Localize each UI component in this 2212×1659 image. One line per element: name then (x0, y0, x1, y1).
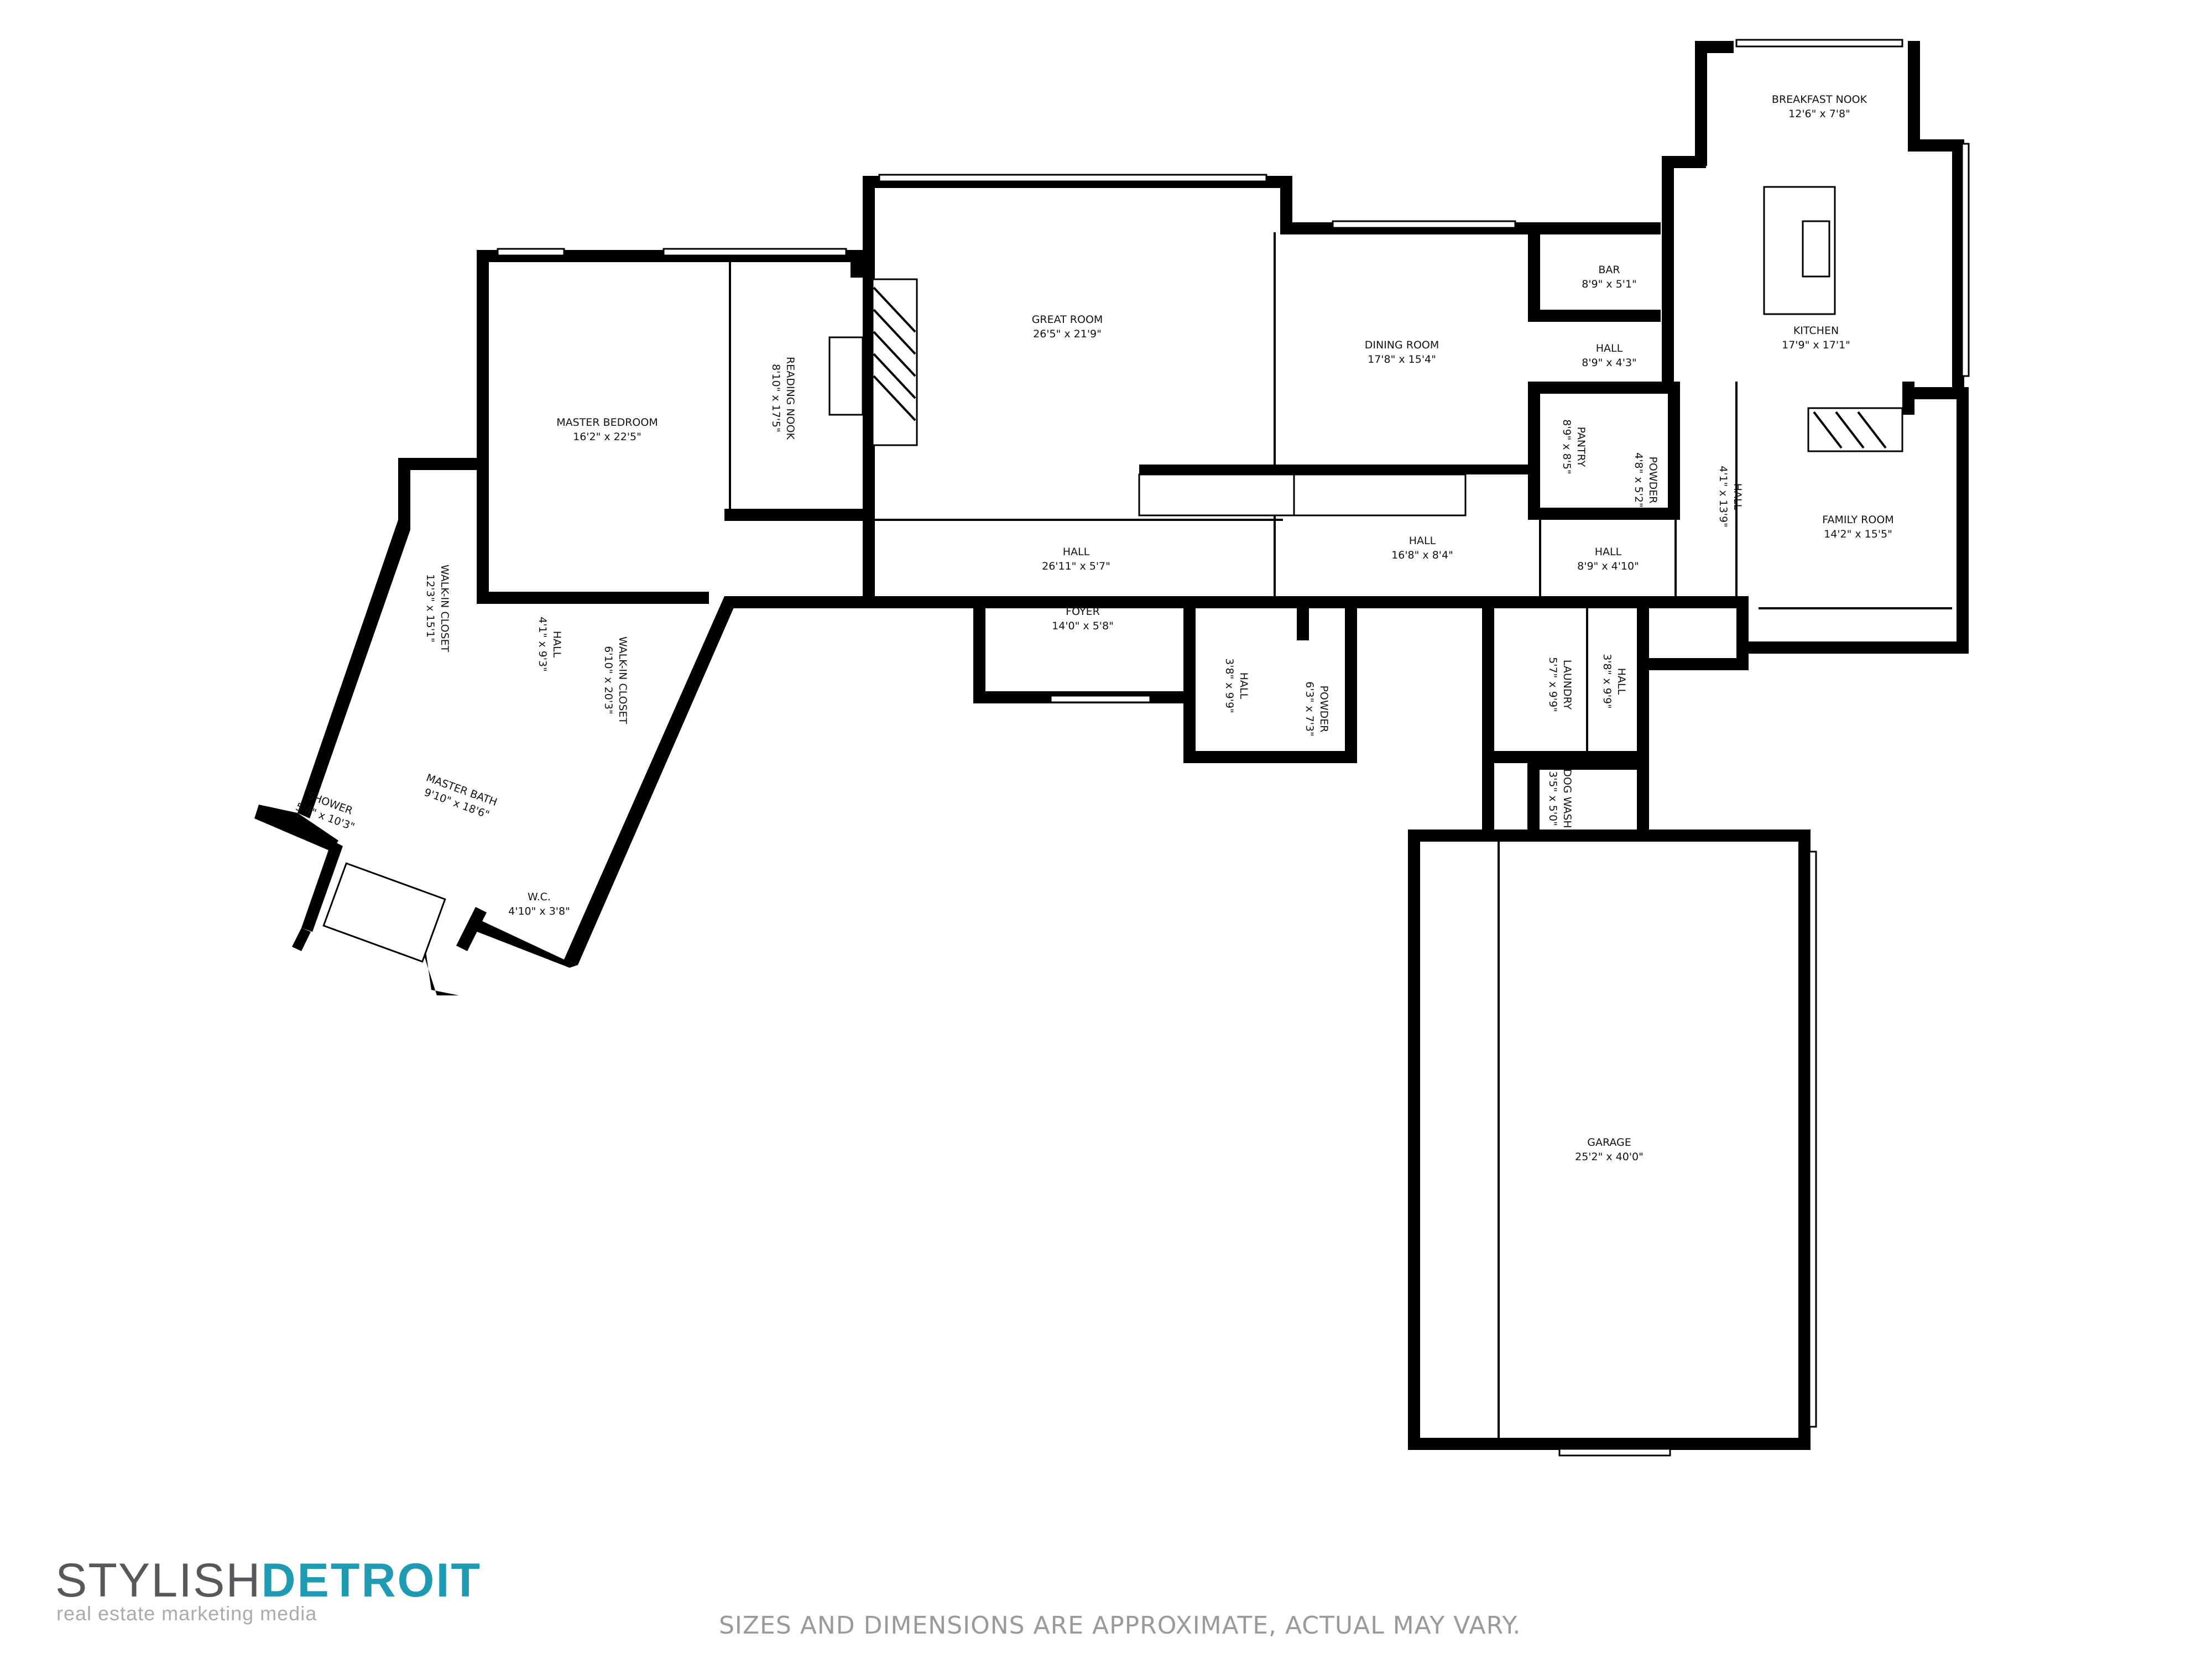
room-hall-small: HALL 3'8" x 9'9" (1223, 658, 1250, 713)
svg-text:FAMILY ROOM: FAMILY ROOM (1822, 514, 1893, 526)
room-garage: GARAGE 25'2" x 40'0" (1575, 1136, 1644, 1163)
room-kitchen: KITCHEN 17'9" x 17'1" (1782, 325, 1850, 351)
svg-text:READING NOOK: READING NOOK (784, 357, 796, 440)
svg-text:POWDER: POWDER (1647, 456, 1659, 503)
svg-text:3'8" x 9'9": 3'8" x 9'9" (1223, 658, 1235, 713)
svg-text:12'6" x 7'8": 12'6" x 7'8" (1788, 108, 1850, 120)
svg-text:6'10" x 20'3": 6'10" x 20'3" (602, 646, 614, 714)
svg-text:FOYER: FOYER (1066, 606, 1100, 618)
logo-text-bold: DETROIT (261, 1554, 482, 1607)
svg-text:3'8" x 9'9": 3'8" x 9'9" (1601, 654, 1613, 709)
svg-text:4'1" x 13'9": 4'1" x 13'9" (1717, 466, 1729, 528)
svg-text:8'10" x 17'5": 8'10" x 17'5" (770, 364, 782, 432)
svg-text:8'9" x 8'5": 8'9" x 8'5" (1561, 419, 1573, 474)
disclaimer: SIZES AND DIMENSIONS ARE APPROXIMATE, AC… (719, 1611, 1521, 1640)
svg-text:14'0" x 5'8": 14'0" x 5'8" (1052, 620, 1114, 632)
svg-text:17'9" x 17'1": 17'9" x 17'1" (1782, 339, 1850, 351)
room-powder-2: POWDER 6'3" x 7'3" (1303, 681, 1330, 737)
svg-text:DOG WASH: DOG WASH (1561, 769, 1573, 828)
room-wc: W.C. 4'10" x 3'8" (508, 891, 570, 917)
svg-text:DINING ROOM: DINING ROOM (1365, 339, 1439, 351)
room-walkin-closet-2: WALK-IN CLOSET 6'10" x 20'3" (602, 637, 629, 724)
svg-text:26'5" x 21'9": 26'5" x 21'9" (1033, 328, 1102, 340)
svg-text:BREAKFAST NOOK: BREAKFAST NOOK (1772, 93, 1867, 106)
svg-text:GREAT ROOM: GREAT ROOM (1032, 314, 1103, 326)
room-master-bedroom: MASTER BEDROOM 16'2" x 22'5" (556, 416, 658, 443)
room-pantry: PANTRY 8'9" x 8'5" (1561, 419, 1587, 474)
room-great-room: GREAT ROOM 26'5" x 21'9" (1032, 314, 1103, 340)
stylish-detroit-logo: STYLISHDETROIT real estate marketing med… (55, 1554, 509, 1625)
svg-text:25'2" x 40'0": 25'2" x 40'0" (1575, 1151, 1644, 1163)
svg-text:8'9" x 5'1": 8'9" x 5'1" (1582, 278, 1637, 290)
svg-text:4'1" x 9'3": 4'1" x 9'3" (536, 617, 549, 672)
room-hall-center: HALL 16'8" x 8'4" (1391, 535, 1453, 561)
bathtub-icon (322, 862, 446, 963)
room-powder-1: POWDER 4'8" x 5'2" (1632, 452, 1659, 508)
svg-text:POWDER: POWDER (1318, 685, 1330, 732)
room-hall-bar: HALL 8'9" x 4'3" (1582, 342, 1637, 369)
logo-text-light: STYLISH (55, 1554, 262, 1607)
svg-text:WALK-IN CLOSET: WALK-IN CLOSET (617, 637, 629, 724)
svg-text:WALK-IN CLOSET: WALK-IN CLOSET (439, 565, 451, 653)
svg-text:BAR: BAR (1598, 264, 1620, 276)
stairs (1138, 473, 1467, 517)
svg-text:6'3" x 7'3": 6'3" x 7'3" (1303, 681, 1316, 737)
svg-text:HALL: HALL (1731, 483, 1744, 510)
svg-text:HALL: HALL (1063, 546, 1090, 558)
svg-text:HALL: HALL (1409, 535, 1436, 547)
room-master-bath: MASTER BATH 9'10" x 18'6" (422, 771, 499, 821)
room-hall-vertical: HALL 4'1" x 13'9" (1717, 466, 1744, 528)
svg-text:5'7" x 9'9": 5'7" x 9'9" (1547, 657, 1559, 712)
room-dog-wash: DOG WASH 3'5" x 5'0" (1547, 769, 1573, 828)
svg-text:KITCHEN: KITCHEN (1793, 325, 1839, 337)
svg-text:3'5" x 5'0": 3'5" x 5'0" (1547, 771, 1559, 826)
svg-text:4'10" x 3'8": 4'10" x 3'8" (508, 905, 570, 917)
svg-text:26'11" x 5'7": 26'11" x 5'7" (1042, 560, 1110, 572)
svg-text:12'3" x 15'1": 12'3" x 15'1" (424, 574, 436, 643)
room-reading-nook: READING NOOK 8'10" x 17'5" (770, 357, 796, 440)
logo-tagline: real estate marketing media (56, 1602, 317, 1625)
svg-text:PANTRY: PANTRY (1575, 427, 1587, 467)
room-laundry: LAUNDRY 5'7" x 9'9" (1547, 657, 1573, 712)
room-walkin-closet-1: WALK-IN CLOSET 12'3" x 15'1" (424, 565, 451, 653)
svg-text:HALL: HALL (1595, 546, 1622, 558)
svg-text:HALL: HALL (551, 631, 563, 658)
svg-text:MASTER BEDROOM: MASTER BEDROOM (556, 416, 658, 429)
svg-text:16'8" x 8'4": 16'8" x 8'4" (1391, 549, 1453, 561)
svg-text:16'2" x 22'5": 16'2" x 22'5" (573, 431, 641, 443)
svg-text:8'9" x 4'10": 8'9" x 4'10" (1577, 560, 1639, 572)
fireplace-icon (1807, 407, 1903, 452)
room-hall-laundry: HALL 3'8" x 9'9" (1601, 654, 1627, 709)
svg-text:8'9" x 4'3": 8'9" x 4'3" (1582, 357, 1637, 369)
windows (497, 39, 1970, 1457)
svg-text:HALL: HALL (1615, 668, 1627, 695)
svg-text:14'2" x 15'5": 14'2" x 15'5" (1824, 528, 1892, 540)
svg-text:HALL: HALL (1596, 342, 1623, 354)
room-bar: BAR 8'9" x 5'1" (1582, 264, 1637, 290)
room-family-room: FAMILY ROOM 14'2" x 15'5" (1822, 514, 1893, 540)
room-hall-east: HALL 8'9" x 4'10" (1577, 546, 1639, 572)
svg-text:4'8" x 5'2": 4'8" x 5'2" (1632, 452, 1645, 508)
svg-text:GARAGE: GARAGE (1587, 1136, 1631, 1149)
room-dining-room: DINING ROOM 17'8" x 15'4" (1365, 339, 1439, 366)
room-foyer: FOYER 14'0" x 5'8" (1052, 606, 1114, 632)
svg-text:W.C.: W.C. (528, 891, 551, 903)
fireplace-icon (828, 278, 918, 446)
svg-text:17'8" x 15'4": 17'8" x 15'4" (1368, 353, 1436, 366)
svg-text:HALL: HALL (1238, 672, 1250, 700)
room-breakfast-nook: BREAKFAST NOOK 12'6" x 7'8" (1772, 93, 1867, 120)
svg-text:LAUNDRY: LAUNDRY (1561, 660, 1573, 710)
fixtures (322, 186, 1952, 1438)
room-hall-master: HALL 4'1" x 9'3" (536, 617, 563, 672)
room-hall-main: HALL 26'11" x 5'7" (1042, 546, 1110, 572)
